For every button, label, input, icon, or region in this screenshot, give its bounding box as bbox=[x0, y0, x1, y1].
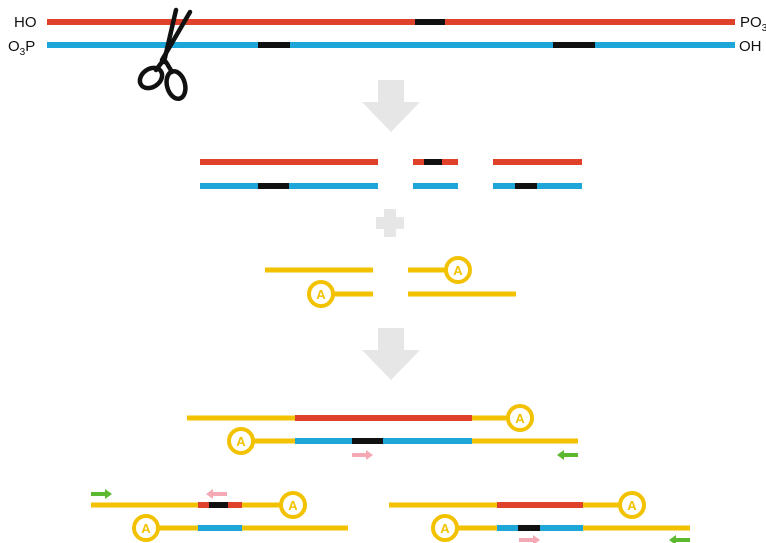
amplified-product-left: A A bbox=[91, 489, 348, 542]
adapter-label: A bbox=[627, 498, 637, 513]
adapter-circle bbox=[132, 514, 160, 542]
adapter-label: A bbox=[236, 434, 246, 449]
primer-arrow-icon bbox=[519, 535, 540, 543]
label-bottom-right: OH bbox=[739, 38, 762, 55]
adapter-circle bbox=[506, 404, 534, 432]
plus-icon bbox=[376, 209, 404, 237]
down-arrow-icon bbox=[362, 328, 420, 380]
primer-arrow-icon bbox=[352, 450, 373, 460]
dna-fragments bbox=[200, 159, 582, 189]
adapter-circle bbox=[444, 256, 472, 284]
primer-arrow-icon bbox=[206, 489, 227, 499]
adapter-circle bbox=[431, 514, 459, 542]
ligated-product: A A bbox=[187, 404, 578, 460]
amplified-product-right: A A bbox=[389, 491, 690, 543]
adapter-label: A bbox=[141, 521, 151, 536]
label-top-right: PO3 bbox=[740, 14, 766, 34]
primer-arrow-icon bbox=[91, 489, 112, 499]
label-bottom-left: O3P bbox=[8, 38, 35, 58]
label-top-left: HO bbox=[14, 14, 37, 31]
adapter-circle bbox=[307, 280, 335, 308]
primer-arrow-icon bbox=[669, 535, 690, 543]
adapter-label: A bbox=[288, 498, 298, 513]
adapters: A A bbox=[265, 256, 516, 308]
adapter-circle bbox=[279, 491, 307, 519]
adapter-label: A bbox=[316, 287, 326, 302]
dsdna-full bbox=[47, 19, 735, 48]
down-arrow-icon bbox=[362, 80, 420, 132]
adapter-label: A bbox=[453, 263, 463, 278]
adapter-circle bbox=[618, 491, 646, 519]
adapter-circle bbox=[227, 427, 255, 455]
scissors-icon bbox=[137, 7, 193, 101]
primer-arrow-icon bbox=[557, 450, 578, 460]
adapter-label: A bbox=[515, 411, 525, 426]
adapter-label: A bbox=[440, 521, 450, 536]
